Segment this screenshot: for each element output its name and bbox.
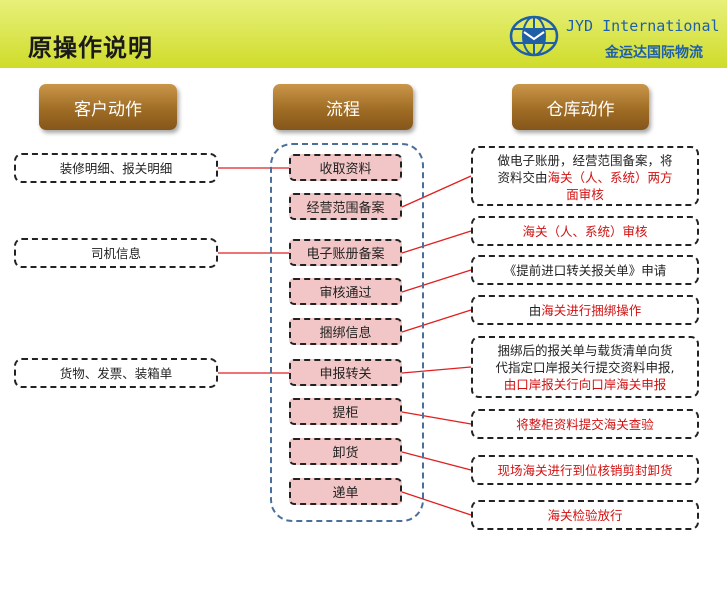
warehouse-action-5-line2: 代指定口岸报关行提交资料申报,: [495, 360, 675, 375]
connector-warehouse-5: [401, 366, 472, 374]
connector-warehouse-8: [401, 491, 472, 516]
flow-lane: [270, 143, 424, 522]
connector-warehouse-1: [401, 175, 472, 208]
flow-step-1: 收取资料: [289, 154, 402, 181]
warehouse-action-1-line2-red: 海关（人、系统）两方: [547, 170, 673, 185]
header-bar: 原操作说明 JYD International 金运达国际物流: [0, 0, 727, 68]
flow-step-7: 提柜: [289, 398, 402, 425]
connector-warehouse-4: [401, 309, 472, 333]
warehouse-action-7: 现场海关进行到位核销剪封卸货: [471, 455, 699, 485]
logo-chinese-name: 金运达国际物流: [605, 45, 703, 61]
customer-action-3: 货物、发票、装箱单: [14, 358, 218, 388]
customer-column-header: 客户动作: [39, 84, 177, 130]
warehouse-action-5-line1: 捆绑后的报关单与载货清单向货: [497, 343, 673, 358]
flow-column-header: 流程: [273, 84, 413, 130]
warehouse-action-8: 海关检验放行: [471, 500, 699, 530]
flow-step-5: 捆绑信息: [289, 318, 402, 345]
flow-step-8: 卸货: [289, 438, 402, 465]
warehouse-action-1-line2-black: 资料交由: [497, 170, 548, 185]
flow-step-9: 递单: [289, 478, 402, 505]
flow-step-2: 经营范围备案: [289, 193, 402, 220]
connector-warehouse-6: [401, 411, 472, 425]
warehouse-action-1-line3: 面审核: [566, 187, 604, 202]
warehouse-action-2: 海关（人、系统）审核: [471, 216, 699, 246]
warehouse-action-5: 捆绑后的报关单与载货清单向货 代指定口岸报关行提交资料申报, 由口岸报关行向口岸…: [471, 336, 699, 398]
connector-warehouse-3: [401, 269, 472, 293]
flow-step-3: 电子账册备案: [289, 239, 402, 266]
logo-english-name: JYD International: [566, 17, 720, 35]
globe-logo-icon: [509, 15, 559, 57]
warehouse-action-4-prefix: 由: [528, 302, 542, 318]
customer-action-1: 装修明细、报关明细: [14, 153, 218, 183]
warehouse-action-1-line2: 资料交由海关（人、系统）两方: [479, 169, 691, 186]
warehouse-action-5-line3: 由口岸报关行向口岸海关申报: [503, 377, 667, 392]
warehouse-action-1: 做电子账册，经营范围备案，将 资料交由海关（人、系统）两方 面审核: [471, 146, 699, 206]
connector-warehouse-2: [401, 230, 472, 254]
flow-step-4: 审核通过: [289, 278, 402, 305]
flow-step-6: 申报转关: [289, 359, 402, 386]
customer-action-2: 司机信息: [14, 238, 218, 268]
page-title: 原操作说明: [28, 34, 153, 62]
warehouse-action-3: 《提前进口转关报关单》申请: [471, 255, 699, 285]
warehouse-action-6: 将整柜资料提交海关查验: [471, 409, 699, 439]
warehouse-action-4-red: 海关进行捆绑操作: [541, 302, 642, 318]
connector-warehouse-7: [401, 451, 472, 471]
warehouse-column-header: 仓库动作: [512, 84, 649, 130]
warehouse-action-1-line1: 做电子账册，经营范围备案，将: [497, 153, 673, 168]
warehouse-action-4: 由海关进行捆绑操作: [471, 295, 699, 325]
